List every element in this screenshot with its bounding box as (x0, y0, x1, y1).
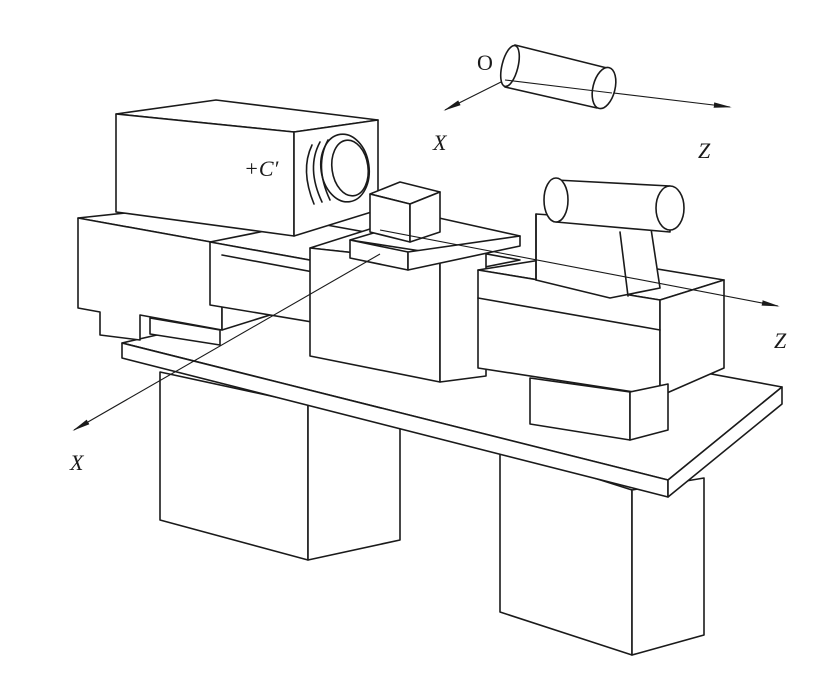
quill-body (555, 179, 671, 233)
quill-face (655, 185, 685, 231)
machine-axes (72, 229, 780, 431)
tool-post-side (409, 191, 441, 243)
label-x-top: X (432, 130, 448, 155)
table-side-edge (667, 386, 783, 498)
label-z-top: Z (698, 138, 711, 163)
tailstock-ridge (619, 231, 629, 297)
carriage (309, 181, 521, 383)
lathe-legs (159, 371, 705, 656)
label-rotary-c: +C′ (244, 156, 280, 181)
workpiece-axis-line (504, 79, 613, 94)
labels: O X Z +C′ Z X (69, 50, 787, 475)
spindle-chuck-inner (330, 139, 370, 197)
label-z-right: Z (774, 328, 787, 353)
tailstock-ledge-line (477, 297, 661, 331)
workpiece-cylinder-face (591, 66, 617, 110)
headstock (115, 99, 379, 237)
right-leg-side (631, 477, 705, 656)
left-leg-side (307, 403, 401, 561)
cross-slide-side (407, 235, 521, 271)
label-x-left: X (69, 450, 85, 475)
label-origin: O (477, 50, 493, 75)
rotation-arc-2 (312, 141, 323, 203)
workpiece-x-axis-arrow (443, 79, 506, 111)
machine-x-axis-arrow (72, 253, 381, 431)
rotation-arc-3 (305, 144, 315, 205)
workpiece-cylinder-end (499, 44, 521, 88)
tailstock-foot-side (629, 383, 669, 441)
machine-z-axis-arrow (379, 229, 780, 307)
quill-back (543, 177, 569, 223)
headstock-base-foot (149, 317, 221, 346)
workpiece-coordinate-sketch (443, 44, 732, 111)
tailstock-base-side (659, 279, 725, 397)
rotation-arc-1 (320, 139, 331, 201)
tailstock (477, 177, 725, 441)
